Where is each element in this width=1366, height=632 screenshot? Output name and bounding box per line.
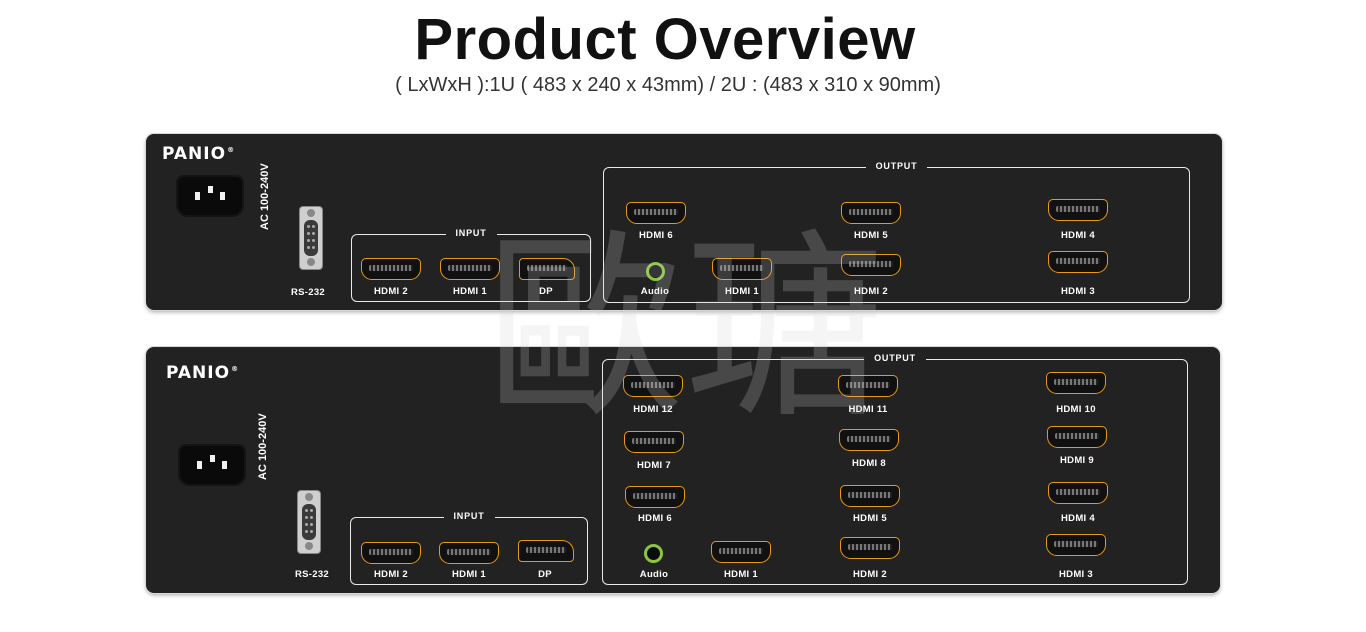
power-inlet-icon bbox=[176, 175, 244, 217]
hdmi-port-icon bbox=[1046, 534, 1106, 556]
rs232-label: RS-232 bbox=[290, 287, 325, 298]
output-group: OUTPUT bbox=[602, 353, 1188, 585]
port-label: HDMI 4 bbox=[1061, 230, 1095, 241]
port-label: HDMI 1 bbox=[725, 286, 759, 297]
hdmi-port-icon bbox=[626, 202, 686, 224]
page-title: Product Overview bbox=[414, 7, 916, 72]
output-title: OUTPUT bbox=[864, 353, 926, 363]
port-label: DP bbox=[539, 286, 553, 297]
port-label: HDMI 6 bbox=[639, 230, 673, 241]
port-label: Audio bbox=[639, 569, 669, 580]
audio-jack-icon bbox=[646, 262, 665, 281]
hdmi-port-icon bbox=[1047, 426, 1107, 448]
port-label: HDMI 12 bbox=[633, 404, 673, 415]
hdmi-port-icon bbox=[1048, 199, 1108, 221]
port-label: HDMI 5 bbox=[854, 230, 888, 241]
rear-panel-1u: PANIO® AC 100-240V RS-232 INPUT HDMI 2 H… bbox=[146, 134, 1222, 310]
port-label: HDMI 10 bbox=[1056, 404, 1096, 415]
db9-serial-icon bbox=[297, 490, 321, 554]
rear-panel-2u: PANIO® AC 100-240V RS-232 INPUT HDMI 2 H… bbox=[146, 347, 1220, 593]
port-label: HDMI 2 bbox=[853, 569, 887, 580]
output-title: OUTPUT bbox=[865, 161, 928, 171]
port-label: HDMI 6 bbox=[638, 513, 672, 524]
port-label: HDMI 3 bbox=[1061, 286, 1095, 297]
displayport-icon bbox=[519, 258, 575, 280]
port-label: HDMI 1 bbox=[453, 286, 487, 297]
input-group: INPUT bbox=[351, 228, 591, 302]
port-label: HDMI 11 bbox=[848, 404, 888, 415]
hdmi-port-icon bbox=[361, 542, 421, 564]
input-title: INPUT bbox=[445, 228, 497, 238]
port-label: Audio bbox=[640, 286, 670, 297]
voltage-label: AC 100-240V bbox=[257, 413, 269, 480]
hdmi-port-icon bbox=[841, 254, 901, 276]
port-label: HDMI 4 bbox=[1061, 513, 1095, 524]
port-label: HDMI 1 bbox=[452, 569, 486, 580]
port-label: HDMI 1 bbox=[724, 569, 758, 580]
displayport-icon bbox=[518, 540, 574, 562]
port-label: HDMI 3 bbox=[1059, 569, 1093, 580]
hdmi-port-icon bbox=[840, 485, 900, 507]
port-label: HDMI 2 bbox=[374, 286, 408, 297]
brand-logo: PANIO® bbox=[162, 144, 236, 164]
port-label: HDMI 7 bbox=[637, 460, 671, 471]
output-group: OUTPUT bbox=[603, 161, 1190, 303]
hdmi-port-icon bbox=[712, 258, 772, 280]
hdmi-port-icon bbox=[1046, 372, 1106, 394]
hdmi-port-icon bbox=[839, 429, 899, 451]
hdmi-port-icon bbox=[711, 541, 771, 563]
voltage-label: AC 100-240V bbox=[259, 163, 271, 230]
port-label: DP bbox=[538, 569, 552, 580]
dimensions-subtitle: ( LxWxH ):1U ( 483 x 240 x 43mm) / 2U : … bbox=[395, 74, 941, 96]
db9-serial-icon bbox=[299, 206, 323, 270]
power-inlet-icon bbox=[178, 444, 246, 486]
hdmi-port-icon bbox=[624, 431, 684, 453]
audio-jack-icon bbox=[644, 544, 663, 563]
port-label: HDMI 9 bbox=[1060, 455, 1094, 466]
port-label: HDMI 2 bbox=[374, 569, 408, 580]
input-group: INPUT bbox=[350, 511, 588, 585]
hdmi-port-icon bbox=[361, 258, 421, 280]
hdmi-port-icon bbox=[841, 202, 901, 224]
port-label: HDMI 8 bbox=[852, 458, 886, 469]
rs232-label: RS-232 bbox=[294, 569, 329, 580]
hdmi-port-icon bbox=[1048, 251, 1108, 273]
hdmi-port-icon bbox=[623, 375, 683, 397]
hdmi-port-icon bbox=[838, 375, 898, 397]
hdmi-port-icon bbox=[440, 258, 500, 280]
hdmi-port-icon bbox=[439, 542, 499, 564]
hdmi-port-icon bbox=[1048, 482, 1108, 504]
port-label: HDMI 5 bbox=[853, 513, 887, 524]
hdmi-port-icon bbox=[625, 486, 685, 508]
input-title: INPUT bbox=[443, 511, 495, 521]
brand-logo: PANIO® bbox=[166, 363, 240, 383]
port-label: HDMI 2 bbox=[854, 286, 888, 297]
hdmi-port-icon bbox=[840, 537, 900, 559]
